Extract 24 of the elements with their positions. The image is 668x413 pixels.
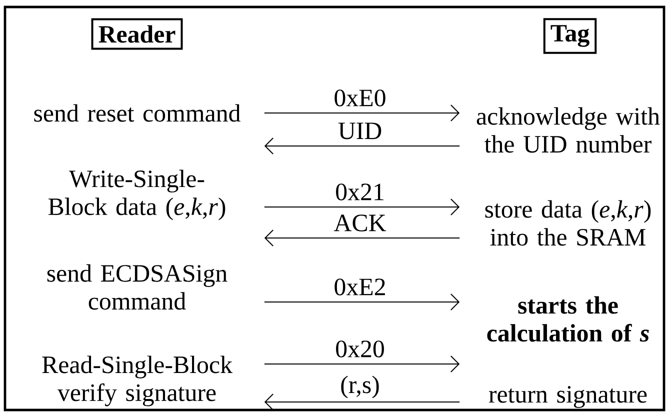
arrow [264, 356, 460, 372]
step-text: return signature [488, 386, 647, 408]
step-text: acknowledge with the UID number [476, 107, 660, 153]
arrow [264, 198, 460, 216]
edge-label: (r,s) [338, 374, 382, 400]
step-text: starts the calculation of s [487, 296, 649, 342]
edge-label: 0x20 [333, 338, 387, 360]
arrow [264, 293, 460, 310]
edge-label: 0x21 [333, 182, 387, 202]
actor-box: Reader [91, 18, 183, 50]
step-text: Read-Single-Block verify signature [42, 356, 232, 406]
step-text: send ECDSASign command [47, 264, 228, 310]
arrow [264, 104, 460, 122]
step-text: send reset command [34, 104, 240, 122]
arrow [264, 230, 460, 246]
edge-label: 0xE0 [332, 88, 388, 108]
step-text: store data (e,k,r) into the SRAM [485, 200, 651, 246]
arrow [264, 394, 460, 410]
actor-box: Tag [543, 18, 597, 54]
arrow [264, 138, 460, 154]
edge-label: 0xE2 [332, 276, 388, 298]
step-text: Write-Single-Block data (e,k,r) [48, 170, 226, 220]
edge-label: UID [336, 120, 384, 142]
edge-label: ACK [332, 212, 388, 234]
